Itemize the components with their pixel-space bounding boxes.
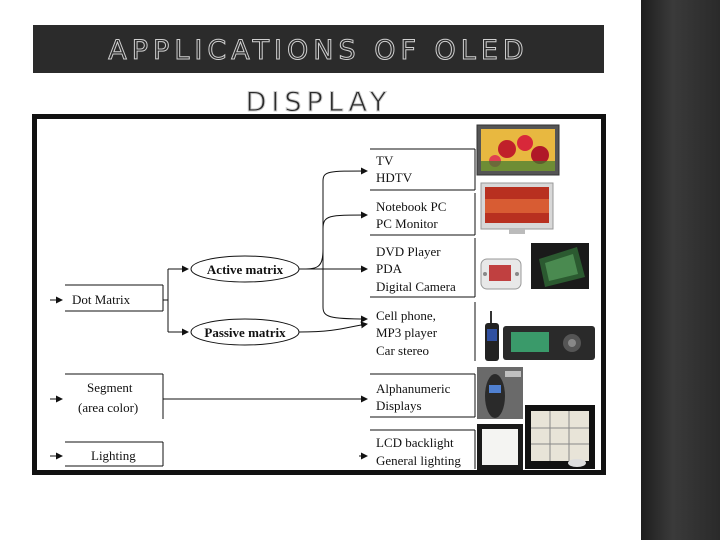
app-dvd-line1: DVD Player (376, 244, 441, 259)
slide-title: APPLICATIONS OF OLED DISPLAY (108, 35, 529, 119)
pda-photo (531, 243, 589, 289)
passive-fanout (298, 321, 368, 333)
app-cell-line1: Cell phone, (376, 308, 436, 323)
dot-matrix-label: Dot Matrix (72, 292, 131, 307)
source-dot-matrix: Dot Matrix (50, 284, 164, 312)
side-band (641, 0, 720, 540)
title-bar: APPLICATIONS OF OLED DISPLAY (33, 25, 604, 119)
app-pc-line1: Notebook PC (376, 199, 446, 214)
app-tv-line1: TV (376, 153, 394, 168)
lighting-tiles-photo (525, 405, 595, 469)
backlight-panel-photo (477, 424, 523, 470)
matrix-branches (163, 265, 189, 336)
app-lcd-line2: General lighting (376, 453, 461, 468)
passive-matrix-node: Passive matrix (190, 318, 300, 346)
applications-diagram: Dot Matrix Segment (area color) Lighting… (50, 124, 595, 470)
app-dvd-line3: Digital Camera (376, 279, 456, 294)
monitor-photo (480, 182, 554, 234)
app-tv: TV HDTV (370, 148, 476, 191)
app-dvd: DVD Player PDA Digital Camera (370, 238, 476, 298)
app-tv-line2: HDTV (376, 170, 413, 185)
lighting-label: Lighting (91, 448, 136, 463)
app-alpha: Alphanumeric Displays (370, 373, 476, 418)
active-matrix-label: Active matrix (207, 262, 284, 277)
source-segment: Segment (area color) (50, 373, 164, 419)
app-alpha-line2: Displays (376, 398, 422, 413)
tv-photo (476, 124, 560, 176)
active-fanout (298, 167, 368, 323)
car-stereo-photo (503, 326, 595, 360)
segment-label-line2: (area color) (78, 400, 138, 415)
active-matrix-node: Active matrix (190, 255, 300, 283)
app-dvd-line2: PDA (376, 261, 403, 276)
shaver-display-photo (477, 367, 523, 419)
app-pc: Notebook PC PC Monitor (370, 193, 476, 236)
source-lighting: Lighting (50, 441, 164, 467)
passive-matrix-label: Passive matrix (204, 325, 286, 340)
app-cell-line3: Car stereo (376, 343, 429, 358)
app-lcd: LCD backlight General lighting (370, 429, 476, 469)
app-cell: Cell phone, MP3 player Car stereo (376, 302, 476, 361)
app-alpha-line1: Alphanumeric (376, 381, 451, 396)
diagram-frame: Dot Matrix Segment (area color) Lighting… (32, 114, 606, 475)
app-lcd-line1: LCD backlight (376, 435, 454, 450)
app-cell-line2: MP3 player (376, 325, 438, 340)
segment-label-line1: Segment (87, 380, 133, 395)
app-pc-line2: PC Monitor (376, 216, 438, 231)
dvd-player-photo (480, 258, 522, 290)
cellphone-photo (485, 311, 499, 361)
